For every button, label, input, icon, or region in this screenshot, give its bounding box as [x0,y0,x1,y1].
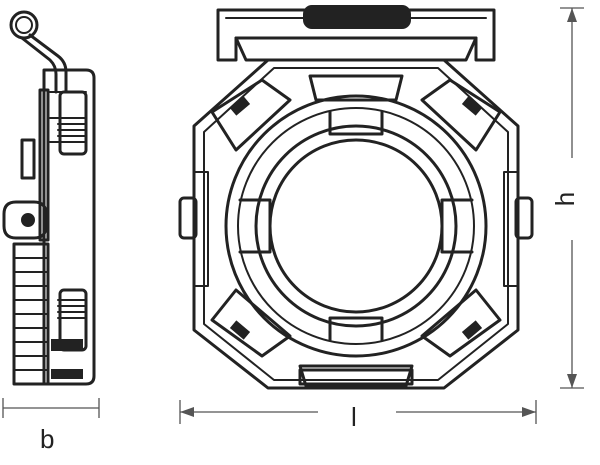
hanging-hook [9,10,68,94]
corner-pad [420,288,502,358]
dimension-label-b: b [40,424,55,454]
dimension-l [179,400,537,424]
corner-pad [420,78,502,152]
corner-pad [210,288,292,358]
handle-knob [2,200,48,240]
dimension-h [560,7,584,389]
side-view-lamp [2,10,96,386]
dimension-b [2,398,100,418]
dimension-label-h: h [550,191,581,207]
corner-pad [210,78,292,152]
front-view-lamp [178,5,534,390]
dimension-label-l: l [351,402,357,432]
